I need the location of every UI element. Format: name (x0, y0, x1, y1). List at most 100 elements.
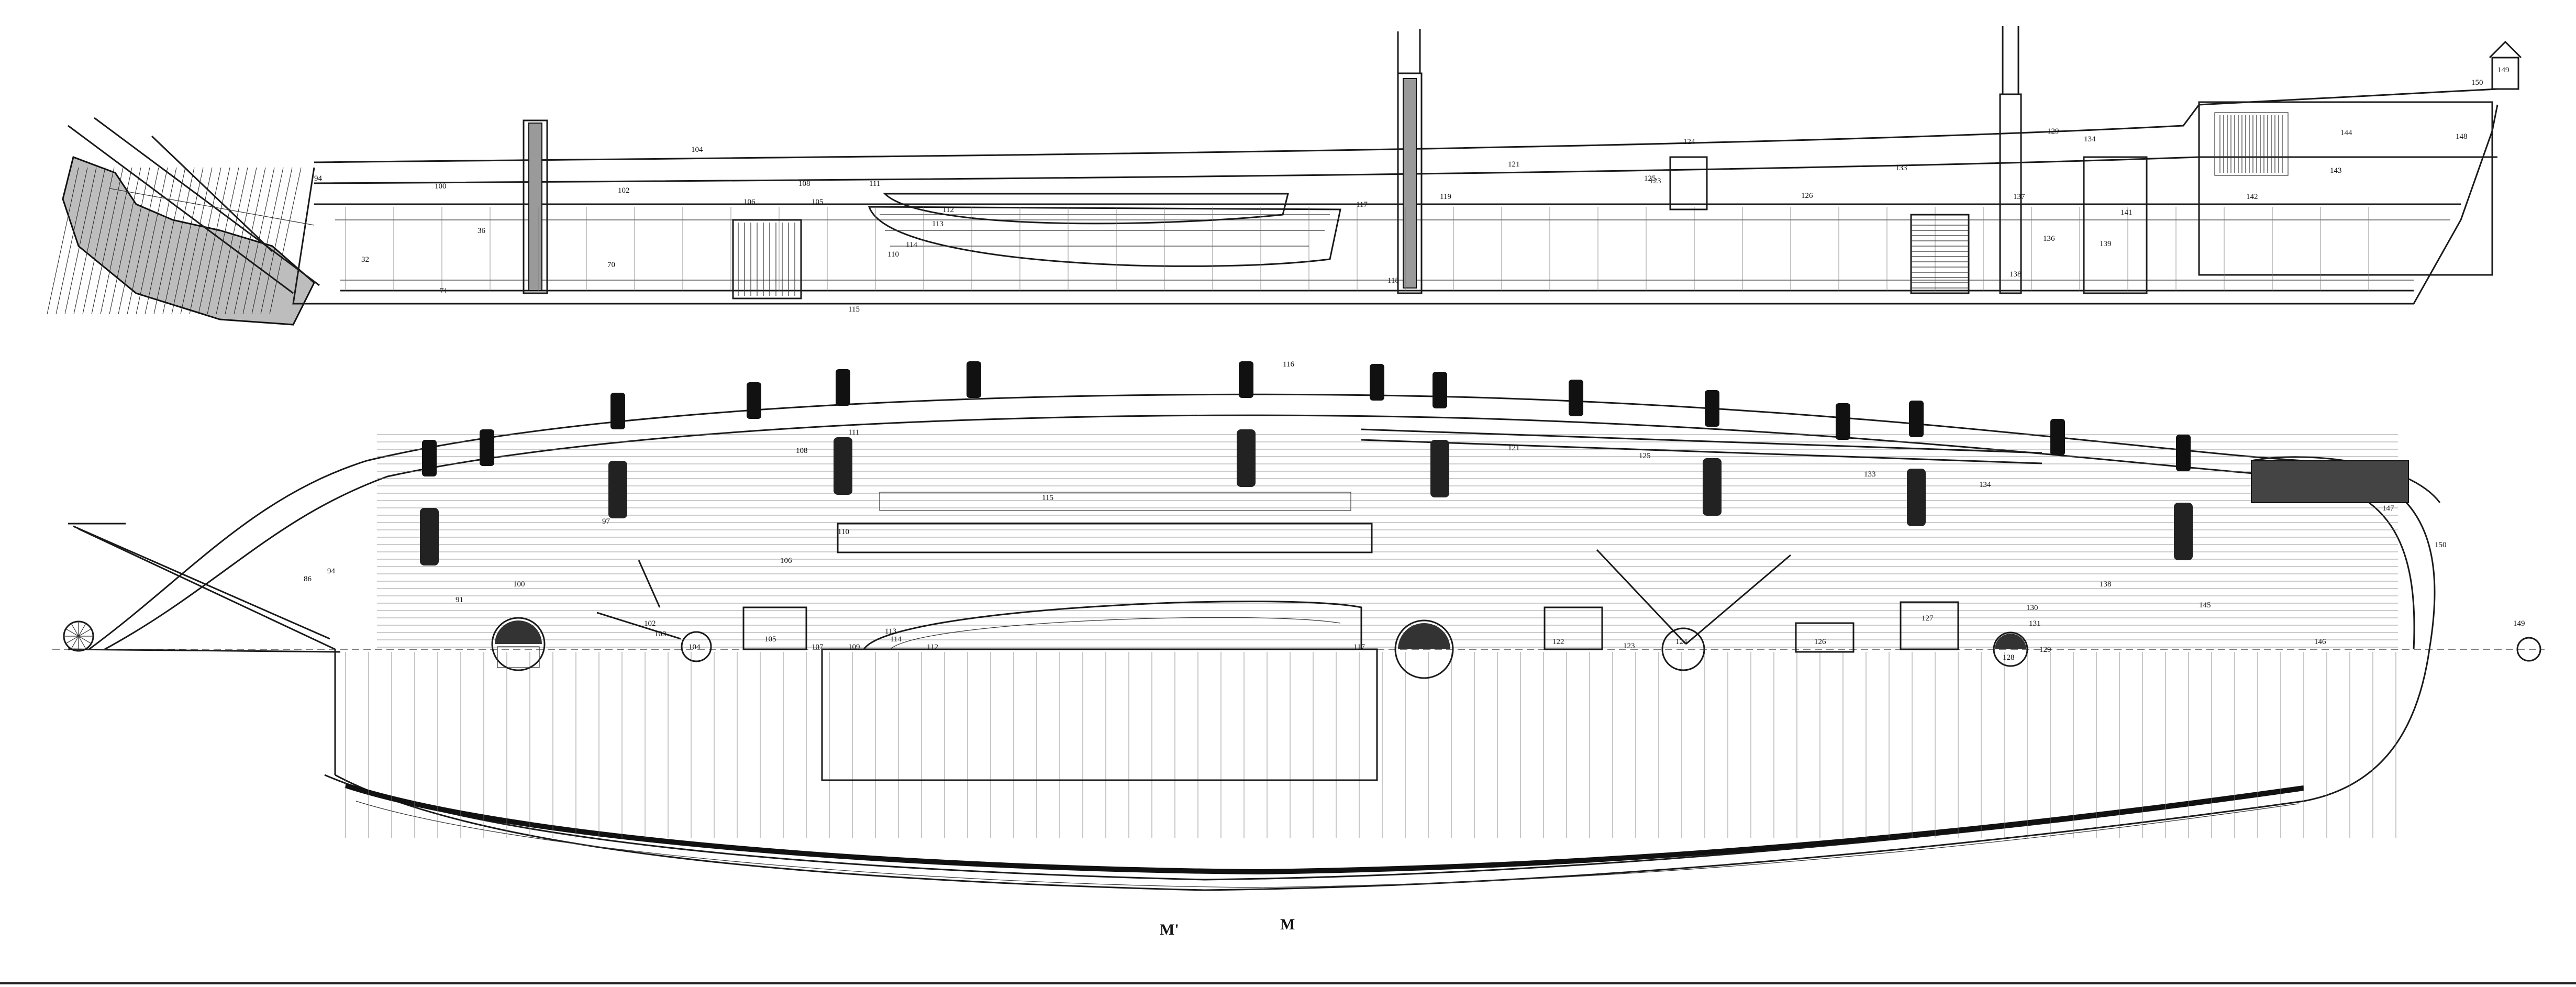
hatch-line (162, 167, 195, 315)
bow-head-hatched (47, 156, 315, 326)
hatch-line (269, 167, 302, 315)
plan-label: 133 (1864, 470, 1876, 479)
profile-label: 104 (691, 146, 703, 154)
profile-label: 125 (1644, 174, 1656, 183)
profile-label: 144 (2340, 129, 2352, 137)
gun-barrel (480, 429, 494, 466)
hatch-line (189, 167, 221, 315)
gun-carriage (1237, 429, 1256, 487)
hatch-line (109, 167, 141, 315)
hatch-line (180, 167, 213, 315)
gun-carriage (2174, 503, 2193, 560)
profile-label: 117 (1356, 201, 1368, 209)
plan-label: 122 (1552, 638, 1564, 646)
profile-label: 114 (906, 241, 917, 249)
plan-label: 97 (602, 517, 610, 526)
plan-label: 129 (2039, 646, 2051, 654)
plan-label: 91 (456, 596, 463, 604)
capstan-spoke (65, 636, 79, 644)
plan-label: 94 (327, 567, 336, 575)
profile-label: 129 (2047, 127, 2059, 136)
profile-label: 123 (1649, 177, 1661, 185)
plan-label: 115 (1042, 494, 1053, 502)
plan-label: 111 (848, 428, 859, 437)
capstan-spoke (71, 623, 79, 637)
midship-marks: M' M (1160, 916, 1295, 938)
plan-label: 103 (654, 630, 667, 638)
profile-label: 121 (1508, 160, 1520, 169)
guns (420, 361, 2193, 565)
profile-label: 136 (2043, 235, 2055, 243)
hatch-line (153, 167, 186, 315)
gun-barrel (836, 369, 850, 406)
hatch-line (82, 167, 115, 315)
capstan-spoke (65, 628, 79, 637)
plan-label: 106 (780, 557, 792, 565)
inboard-profile (47, 26, 2522, 326)
hatch-line (145, 167, 177, 315)
capstan-spoke (78, 628, 92, 637)
gun-barrel (1836, 403, 1850, 440)
plan-label: 126 (1814, 638, 1826, 646)
profile-label: 142 (2246, 193, 2258, 201)
hatch-line (55, 167, 88, 315)
hatch-line (136, 167, 168, 315)
profile-label: 126 (1801, 192, 1813, 200)
plan-label: 100 (513, 580, 525, 589)
capstan-spoke (71, 636, 79, 649)
profile-label: 138 (2009, 270, 2022, 279)
gun-barrel (1433, 372, 1447, 408)
profile-label: 139 (2100, 240, 2112, 248)
gun-carriage (834, 437, 852, 495)
deck-fittings (491, 549, 2028, 679)
plan-label: 108 (796, 447, 808, 455)
gun-barrel (1909, 401, 1924, 437)
plan-label: 116 (1283, 360, 1294, 369)
capstan-spoke (78, 636, 92, 644)
gun-barrel (610, 393, 625, 429)
profile-label: 149 (2497, 66, 2510, 74)
profile-label: 100 (435, 182, 447, 191)
plan-label: 86 (304, 575, 312, 583)
plan-label: 149 (2513, 619, 2525, 628)
gun-barrel (1569, 380, 1583, 416)
plan-label: 107 (812, 643, 824, 651)
hatch-line (260, 167, 293, 315)
plan-label: 130 (2026, 604, 2038, 612)
gun-barrel (2176, 435, 2191, 471)
hatch-line (234, 167, 266, 315)
gun-barrel (1239, 361, 1253, 398)
hatch-line (100, 167, 132, 315)
hatch-line (118, 167, 150, 315)
profile-label: 115 (848, 305, 860, 314)
midship-mark-prime: M' (1160, 921, 1179, 938)
plan-label: 110 (838, 528, 849, 536)
plan-label: 117 (1353, 643, 1365, 651)
profile-label: 70 (607, 261, 615, 269)
hatch-line (171, 167, 204, 315)
plan-label: 104 (689, 643, 701, 651)
gun-carriage (1430, 440, 1449, 497)
plan-label: 105 (764, 635, 776, 644)
hatch-line (225, 167, 257, 315)
hatch-line (127, 167, 159, 315)
plan-label: 123 (1623, 642, 1635, 650)
capstan-spoke (78, 623, 86, 637)
plan-label: 112 (927, 643, 938, 651)
profile-label: 105 (812, 198, 824, 206)
profile-label: 110 (887, 250, 899, 259)
plan-label: 102 (644, 619, 656, 628)
hatch-line (73, 167, 106, 315)
plan-label: 150 (2435, 541, 2447, 549)
midship-mark: M (1280, 916, 1295, 933)
profile-label: 71 (440, 287, 448, 295)
gun-carriage (608, 461, 627, 518)
profile-label: 112 (942, 206, 954, 214)
profile-label: 143 (2330, 167, 2342, 175)
hatch-line (91, 167, 124, 315)
plan-label: 109 (848, 643, 860, 651)
plan-label: 127 (1922, 614, 1934, 623)
hatch-line (198, 167, 230, 315)
plan-label: 145 (2199, 601, 2211, 609)
